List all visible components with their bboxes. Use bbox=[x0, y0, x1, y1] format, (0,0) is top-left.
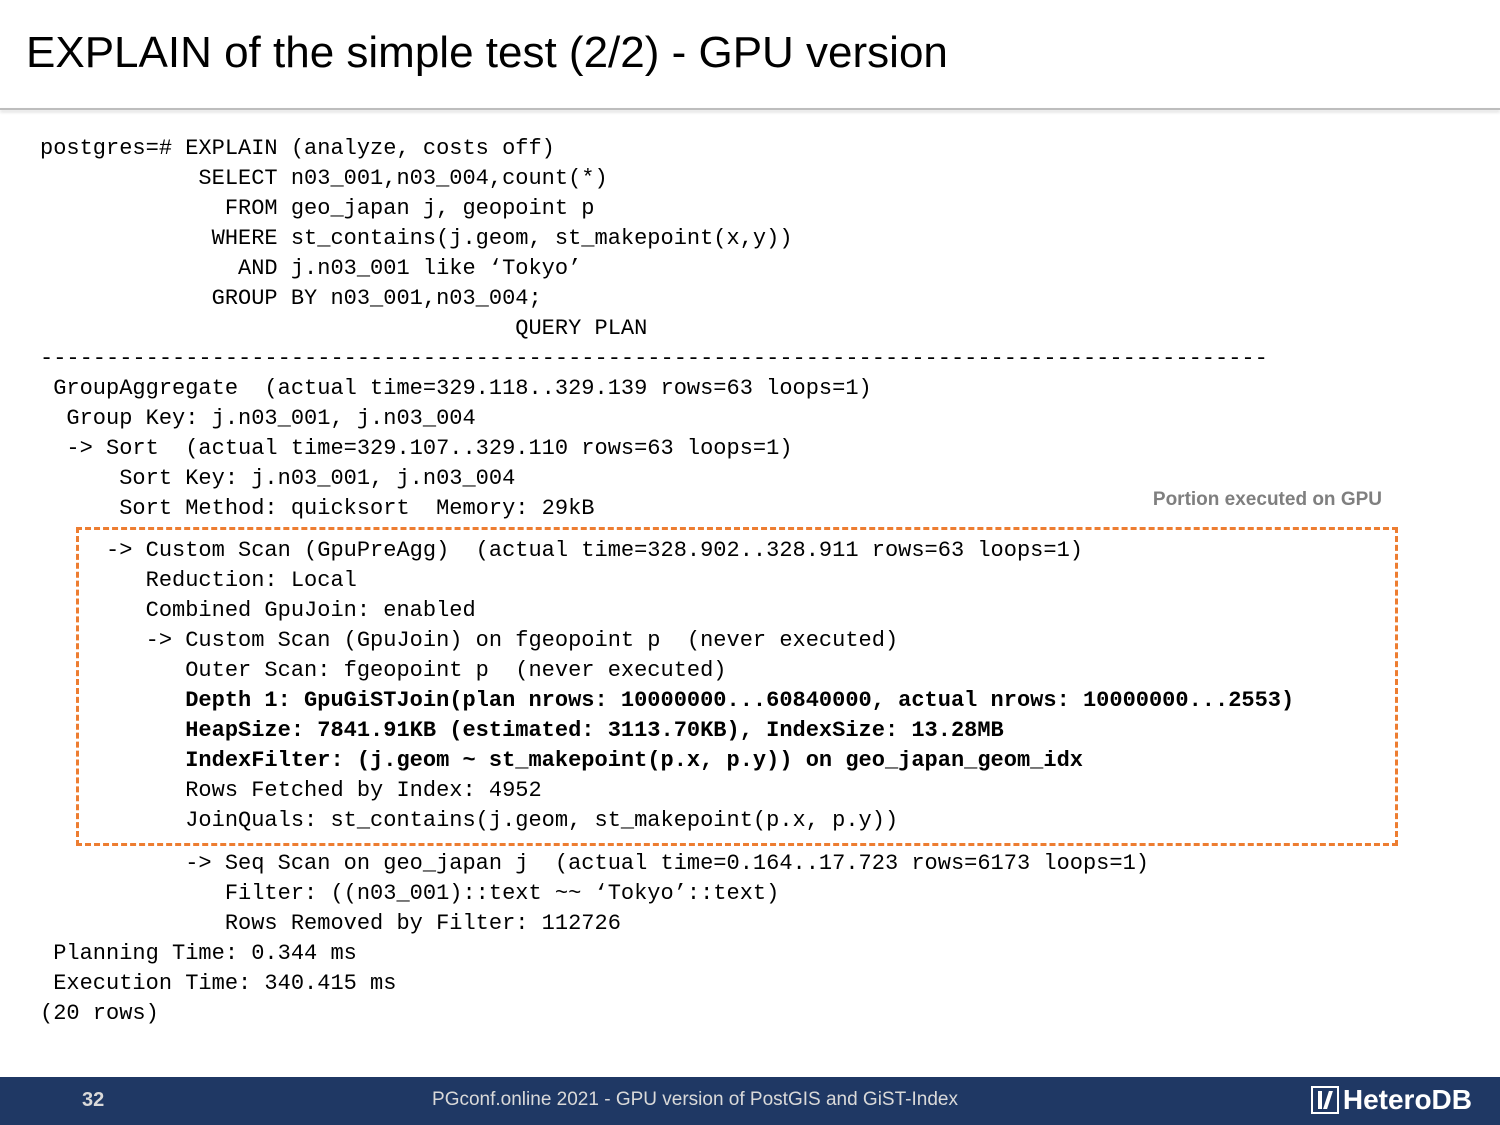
code-line: ----------------------------------------… bbox=[40, 346, 1268, 371]
code-line: Rows Removed by Filter: 112726 bbox=[40, 911, 621, 936]
sql-query-and-plan-top: postgres=# EXPLAIN (analyze, costs off) … bbox=[40, 134, 1268, 524]
heterodb-logo: HeteroDB bbox=[1310, 1084, 1472, 1116]
code-line: -> Custom Scan (GpuJoin) on fgeopoint p … bbox=[40, 628, 899, 653]
slide-footer: 32 PGconf.online 2021 - GPU version of P… bbox=[0, 1077, 1500, 1125]
code-line: Execution Time: 340.415 ms bbox=[40, 971, 397, 996]
code-line: SELECT n03_001,n03_004,count(*) bbox=[40, 166, 608, 191]
code-line: AND j.n03_001 like ‘Tokyo’ bbox=[40, 256, 582, 281]
code-line: -> Seq Scan on geo_japan j (actual time=… bbox=[40, 851, 1149, 876]
code-line-highlight: IndexFilter: (j.geom ~ st_makepoint(p.x,… bbox=[40, 748, 1083, 773]
code-line: GROUP BY n03_001,n03_004; bbox=[40, 286, 542, 311]
heterodb-logo-icon bbox=[1310, 1086, 1339, 1114]
code-line: QUERY PLAN bbox=[40, 316, 648, 341]
gpu-portion-box bbox=[76, 527, 1398, 846]
code-line-highlight: Depth 1: GpuGiSTJoin(plan nrows: 1000000… bbox=[40, 688, 1295, 713]
code-line: -> Sort (actual time=329.107..329.110 ro… bbox=[40, 436, 793, 461]
code-line-highlight: HeapSize: 7841.91KB (estimated: 3113.70K… bbox=[40, 718, 1004, 743]
code-line: (20 rows) bbox=[40, 1001, 159, 1026]
code-line: JoinQuals: st_contains(j.geom, st_makepo… bbox=[40, 808, 899, 833]
page-number: 32 bbox=[82, 1089, 105, 1111]
slide-title: EXPLAIN of the simple test (2/2) - GPU v… bbox=[26, 28, 948, 77]
code-line: Filter: ((n03_001)::text ~~ ‘Tokyo’::tex… bbox=[40, 881, 780, 906]
code-line: Reduction: Local bbox=[40, 568, 357, 593]
code-line: -> Custom Scan (GpuPreAgg) (actual time=… bbox=[40, 538, 1083, 563]
title-divider bbox=[0, 108, 1500, 110]
code-line: postgres=# EXPLAIN (analyze, costs off) bbox=[40, 136, 555, 161]
code-line: Planning Time: 0.344 ms bbox=[40, 941, 357, 966]
code-line: GroupAggregate (actual time=329.118..329… bbox=[40, 376, 872, 401]
code-line: Sort Method: quicksort Memory: 29kB bbox=[40, 496, 595, 521]
code-line: Outer Scan: fgeopoint p (never executed) bbox=[40, 658, 727, 683]
code-line: Sort Key: j.n03_001, j.n03_004 bbox=[40, 466, 516, 491]
footer-caption: PGconf.online 2021 - GPU version of Post… bbox=[432, 1089, 958, 1110]
logo-text: HeteroDB bbox=[1342, 1084, 1472, 1115]
code-line: Rows Fetched by Index: 4952 bbox=[40, 778, 542, 803]
code-line: Group Key: j.n03_001, j.n03_004 bbox=[40, 406, 476, 431]
gpu-plan-section: -> Custom Scan (GpuPreAgg) (actual time=… bbox=[40, 536, 1294, 836]
sql-plan-bottom: -> Seq Scan on geo_japan j (actual time=… bbox=[40, 849, 1149, 1029]
code-line: Combined GpuJoin: enabled bbox=[40, 598, 476, 623]
code-line: FROM geo_japan j, geopoint p bbox=[40, 196, 595, 221]
gpu-portion-label: Portion executed on GPU bbox=[1152, 489, 1382, 510]
code-line: WHERE st_contains(j.geom, st_makepoint(x… bbox=[40, 226, 793, 251]
